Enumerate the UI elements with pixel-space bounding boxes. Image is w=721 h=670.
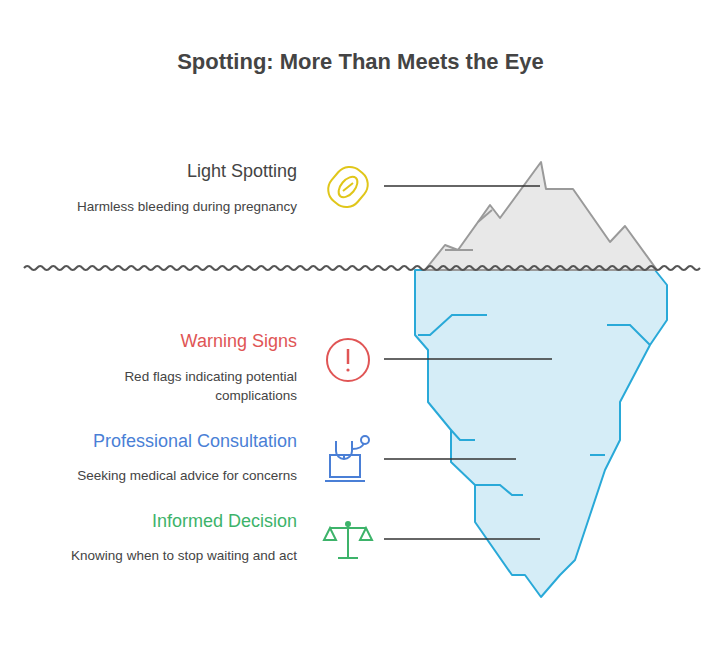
consultation-icon — [325, 436, 369, 481]
leader-lines — [384, 186, 552, 539]
item-heading: Professional Consultation — [93, 431, 297, 452]
item-heading: Warning Signs — [181, 331, 297, 352]
scale-icon — [324, 522, 372, 558]
pad-icon — [322, 161, 374, 213]
item-heading: Light Spotting — [187, 161, 297, 182]
warning-icon — [327, 339, 369, 381]
item-heading: Informed Decision — [152, 511, 297, 532]
item-description: Red flags indicating potential complicat… — [87, 367, 297, 405]
item-description: Knowing when to stop waiting and act — [57, 546, 297, 565]
iceberg-underwater — [415, 270, 667, 597]
iceberg-tip — [425, 162, 657, 270]
iceberg-tip-cracks — [445, 210, 492, 250]
water-line — [24, 266, 700, 270]
diagram-title: Spotting: More Than Meets the Eye — [0, 49, 721, 75]
iceberg-cracks — [418, 315, 650, 495]
item-description: Harmless bleeding during pregnancy — [17, 197, 297, 216]
item-description: Seeking medical advice for concerns — [17, 466, 297, 485]
